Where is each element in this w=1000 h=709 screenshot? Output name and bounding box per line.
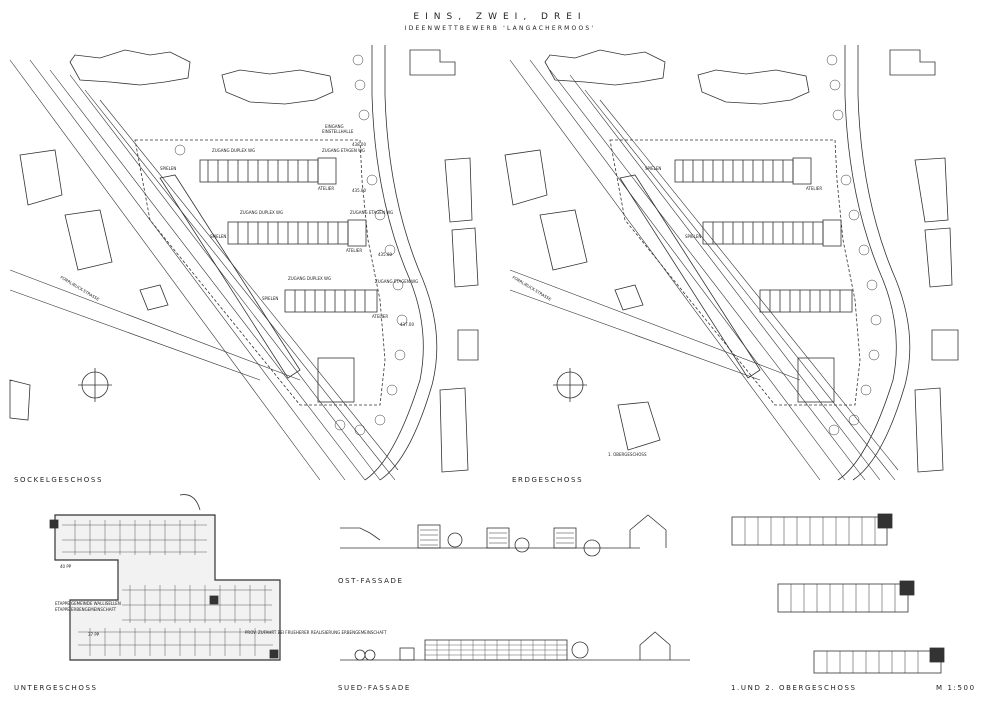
access-note: PROV. ZUFAHRT BEI FRUEHERER REALISIERUNG… xyxy=(245,630,387,635)
facade-label-sued: SUED-FASSADE xyxy=(338,684,411,692)
railway-lines xyxy=(9,59,399,481)
facade-sued xyxy=(340,631,690,661)
play-area-label: SPIELEN xyxy=(685,234,701,239)
plot-boundary xyxy=(609,139,861,406)
street-label: FORRLIBUCK-STRASSE xyxy=(59,275,100,302)
entrance-label: EINGANG xyxy=(325,124,344,129)
neighbour-buildings xyxy=(9,49,479,473)
facade-ost xyxy=(340,514,667,557)
studio-label: ATELIER xyxy=(346,248,362,253)
plan-label-untergeschoss: UNTERGESCHOSS xyxy=(14,684,98,692)
plan-obergeschoss-1 xyxy=(731,513,893,546)
garage-label: EINSTELLHALLE xyxy=(322,129,354,134)
studio-label: ATELIER xyxy=(372,314,388,319)
north-arrow-icon xyxy=(553,368,587,402)
plan-label-erdgeschoss: ERDGESCHOSS xyxy=(512,476,584,484)
play-area-label: SPIELEN xyxy=(262,296,278,301)
row-house-block-3 xyxy=(759,289,853,313)
plan-untergeschoss xyxy=(49,494,281,661)
facade-label-ost: OST-FASSADE xyxy=(338,577,404,585)
row-house-block-2 xyxy=(702,219,842,247)
access-label: ZUGANG DUPLEX WG xyxy=(240,210,283,215)
plan-label-obergeschoss: 1.UND 2. OBERGESCHOSS xyxy=(731,684,857,692)
plan-label-sockelgeschoss: SOCKELGESCHOSS xyxy=(14,476,103,484)
play-area-label: SPIELEN xyxy=(645,166,661,171)
railway-lines xyxy=(509,59,899,481)
pavilion-building xyxy=(797,357,835,403)
tree-row xyxy=(826,54,882,436)
level-label: 435.00 xyxy=(378,252,392,257)
curved-road xyxy=(837,45,911,481)
row-house-block-1 xyxy=(199,157,337,185)
studio-label: ATELIER xyxy=(318,186,334,191)
site-plan-sockelgeschoss xyxy=(9,45,479,481)
scale-label: M 1:500 xyxy=(936,684,976,692)
access-label: ZUGANG DUPLEX WG xyxy=(212,148,255,153)
phase-label: ETAPPE GEMEINDE WALLISELLEN xyxy=(55,601,121,606)
play-area-label: SPIELEN xyxy=(210,234,226,239)
access-label: ZUGANG DUPLEX WG xyxy=(288,276,331,281)
north-arrow-icon xyxy=(78,368,112,402)
parking-count: 37 PP xyxy=(88,632,100,637)
row-house-block-2 xyxy=(227,219,367,247)
access-label: ZUGANG ETAGEN WG xyxy=(322,148,365,153)
level-label: 438.00 xyxy=(352,142,366,147)
neighbour-buildings xyxy=(504,49,959,473)
access-label: ZUGANG ETAGEN WG xyxy=(375,279,418,284)
level-label: 437.00 xyxy=(400,322,414,327)
plot-boundary xyxy=(134,139,386,406)
access-label: ZUGANG ETAGEN WG xyxy=(350,210,393,215)
plan-obergeschoss-2 xyxy=(777,580,915,613)
sheet-subtitle: IDEENWETTBEWERB 'LANGACHERMOOS' xyxy=(404,25,596,32)
curved-road xyxy=(364,45,438,481)
long-diagonal-building xyxy=(619,174,761,379)
parking-count: 40 PP xyxy=(60,564,72,569)
sheet-title: EINS, ZWEI, DREI xyxy=(413,12,587,22)
phase-label: ETAPPE ERBENGEMEINSCHAFT xyxy=(55,607,117,612)
long-diagonal-building xyxy=(159,174,301,379)
plan-obergeschoss-3 xyxy=(813,647,945,674)
level-label: 435.00 xyxy=(352,188,366,193)
row-house-block-1 xyxy=(674,157,812,185)
site-plan-erdgeschoss xyxy=(504,45,959,481)
play-area-label: SPIELEN xyxy=(160,166,176,171)
row-house-block-3 xyxy=(284,289,378,313)
tree-row xyxy=(174,54,408,436)
pavilion-building xyxy=(317,357,355,403)
floor-label: 1. OBERGESCHOSS xyxy=(608,452,647,457)
studio-label: ATELIER xyxy=(806,186,822,191)
